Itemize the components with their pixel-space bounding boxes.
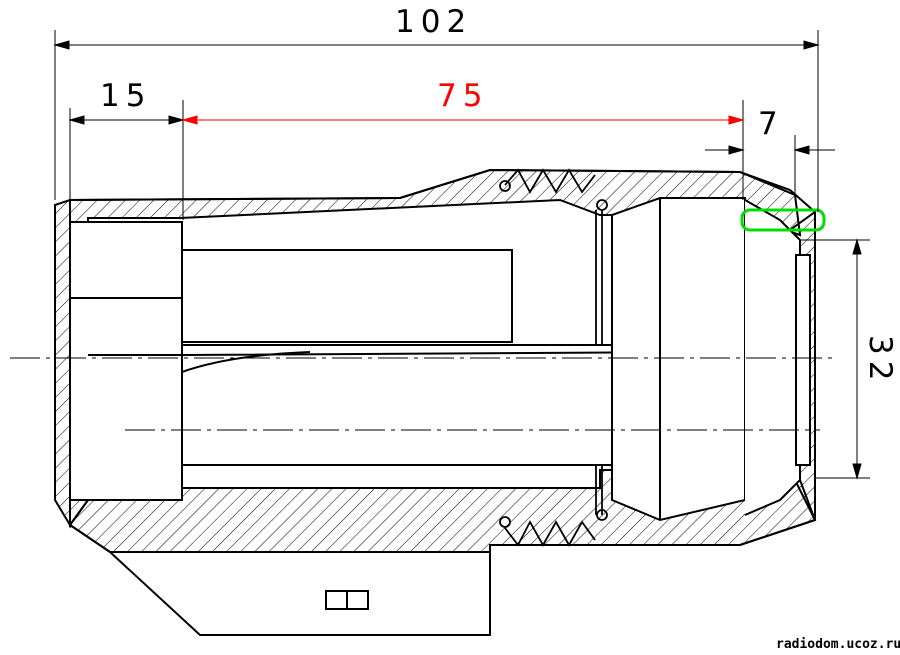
dimension-left-label: 15 xyxy=(100,78,151,114)
dimension-75-line xyxy=(181,115,745,125)
center-lines xyxy=(10,357,835,431)
spring xyxy=(499,168,608,547)
dimension-middle-label: 75 xyxy=(437,78,488,114)
mount-bracket xyxy=(107,551,491,636)
upper-bar xyxy=(181,249,513,343)
highlighted-pin xyxy=(740,208,826,232)
front-insert xyxy=(611,197,746,522)
dimension-lines xyxy=(53,30,870,480)
dimension-right-label: 7 xyxy=(758,106,784,142)
dimension-height-label: 32 xyxy=(862,335,898,386)
inner-parts xyxy=(69,197,811,522)
left-plug xyxy=(69,221,183,501)
watermark: radiodom.ucoz.ru xyxy=(776,637,900,652)
dimension-overall-label: 102 xyxy=(395,4,472,40)
